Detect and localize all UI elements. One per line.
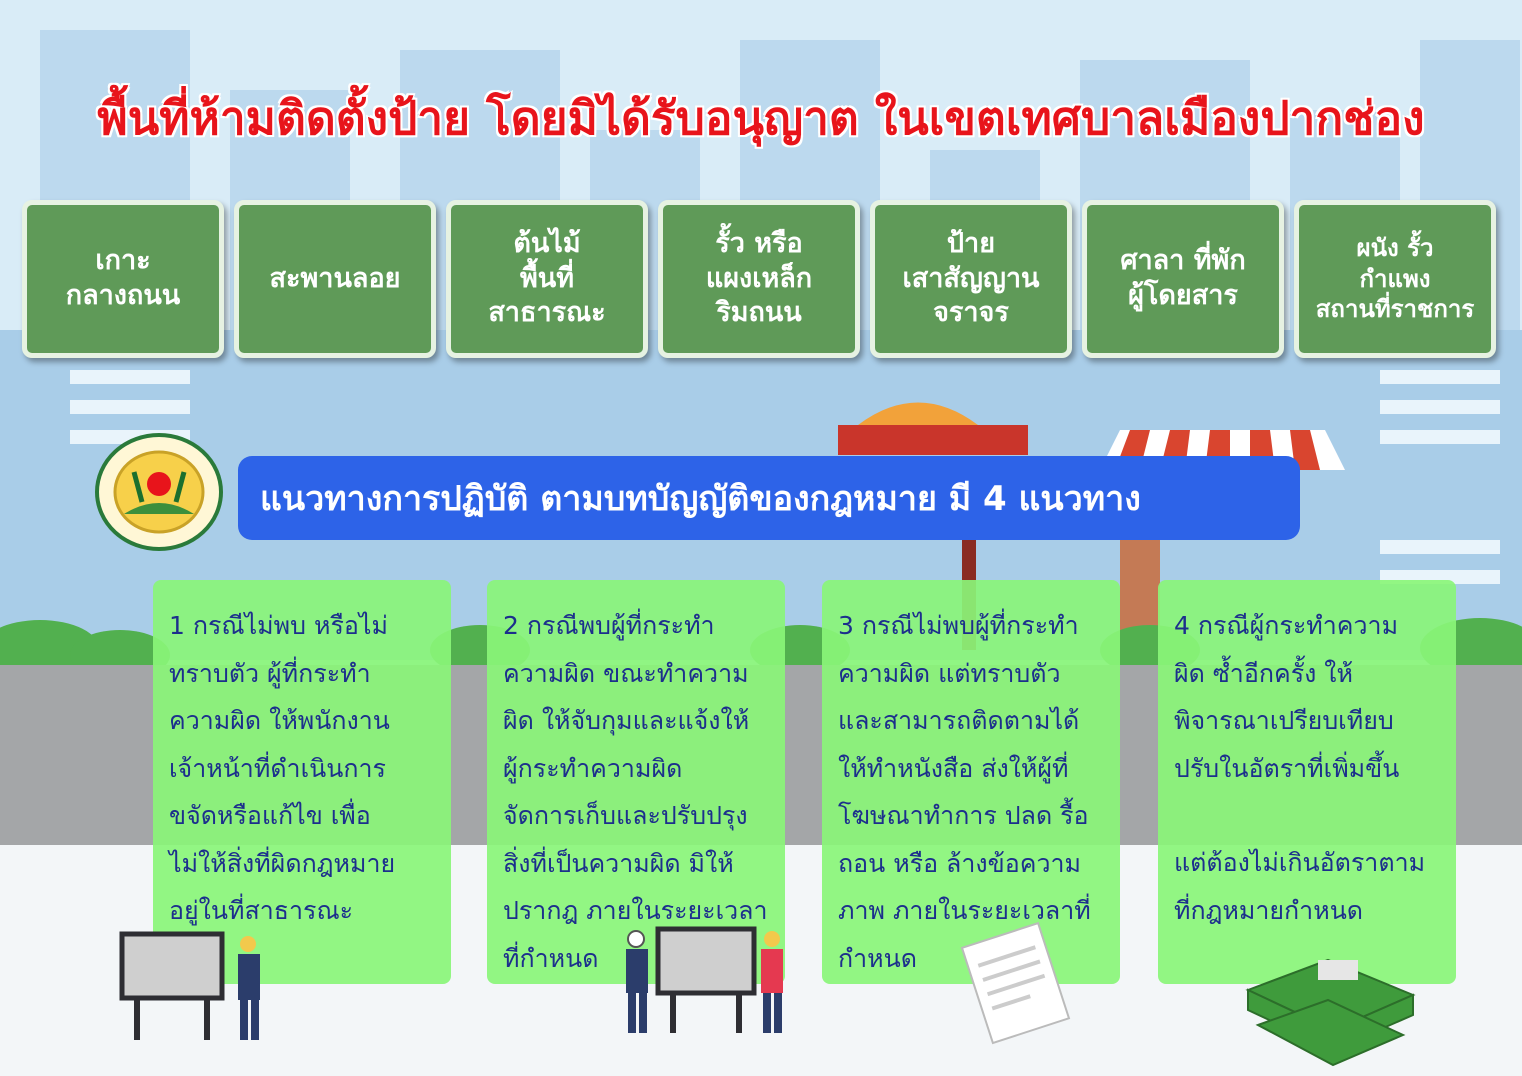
zone-label: เกาะ กลางถนน (65, 245, 181, 311)
zone-card: ป้าย เสาสัญญาน จราจร (870, 200, 1072, 358)
zone-label: ศาลา ที่พัก ผู้โดยสาร (1120, 245, 1246, 311)
page-title: พื้นที่ห้ามติดตั้งป้าย โดยมิได้รับอนุญาต… (97, 91, 1425, 145)
guidelines-banner: แนวทางการปฏิบัติ ตามบทบัญญัติของกฎหมาย ม… (238, 456, 1300, 540)
signboard-worker-icon (119, 931, 260, 1040)
guideline-card-1: 1 กรณีไม่พบ หรือไม่ ทราบตัว ผู้ที่กระทำ … (153, 580, 451, 984)
zone-card: ผนัง รั้ว กำแพง สถานที่ราชการ (1294, 200, 1496, 358)
guideline-card-3: 3 กรณีไม่พบผู้ที่กระทำ ความผิด แต่ทราบตั… (822, 580, 1120, 984)
zone-card: สะพานลอย (234, 200, 436, 358)
zone-label: ต้นไม้ พื้นที่ สาธารณะ (488, 228, 606, 329)
zone-label: ป้าย เสาสัญญาน จราจร (902, 228, 1040, 329)
zone-card: รั้ว หรือ แผงเหล็ก ริมถนน (658, 200, 860, 358)
money-stack-icon (1245, 958, 1416, 1067)
guideline-text: 2 กรณีพบผู้ที่กระทำ ความผิด ขณะทำความ ผิ… (503, 611, 768, 973)
guideline-card-4: 4 กรณีผู้กระทำความ ผิด ซ้ำอีกครั้ง ให้ พ… (1158, 580, 1456, 984)
guideline-text: 4 กรณีผู้กระทำความ ผิด ซ้ำอีกครั้ง ให้ พ… (1174, 611, 1400, 783)
zone-card: ศาลา ที่พัก ผู้โดยสาร (1082, 200, 1284, 358)
zone-label: ผนัง รั้ว กำแพง สถานที่ราชการ (1315, 233, 1475, 324)
zone-card: ต้นไม้ พื้นที่ สาธารณะ (446, 200, 648, 358)
zone-label: สะพานลอย (269, 262, 401, 294)
zone-label: รั้ว หรือ แผงเหล็ก ริมถนน (705, 228, 813, 329)
guideline-text: 3 กรณีไม่พบผู้ที่กระทำ ความผิด แต่ทราบตั… (838, 611, 1091, 973)
documents-icon (960, 921, 1071, 1045)
municipality-seal-icon (95, 433, 223, 551)
officers-signboard-icon (626, 926, 783, 1033)
guideline-card-2: 2 กรณีพบผู้ที่กระทำ ความผิด ขณะทำความ ผิ… (487, 580, 785, 984)
guideline-text: 1 กรณีไม่พบ หรือไม่ ทราบตัว ผู้ที่กระทำ … (169, 611, 396, 925)
zone-card: เกาะ กลางถนน (22, 200, 224, 358)
guideline-note: แต่ต้องไม่เกินอัตราตาม ที่กฎหมายกำหนด (1174, 848, 1426, 925)
prohibited-zones: เกาะ กลางถนน สะพานลอย ต้นไม้ พื้นที่ สาธ… (22, 200, 1502, 360)
